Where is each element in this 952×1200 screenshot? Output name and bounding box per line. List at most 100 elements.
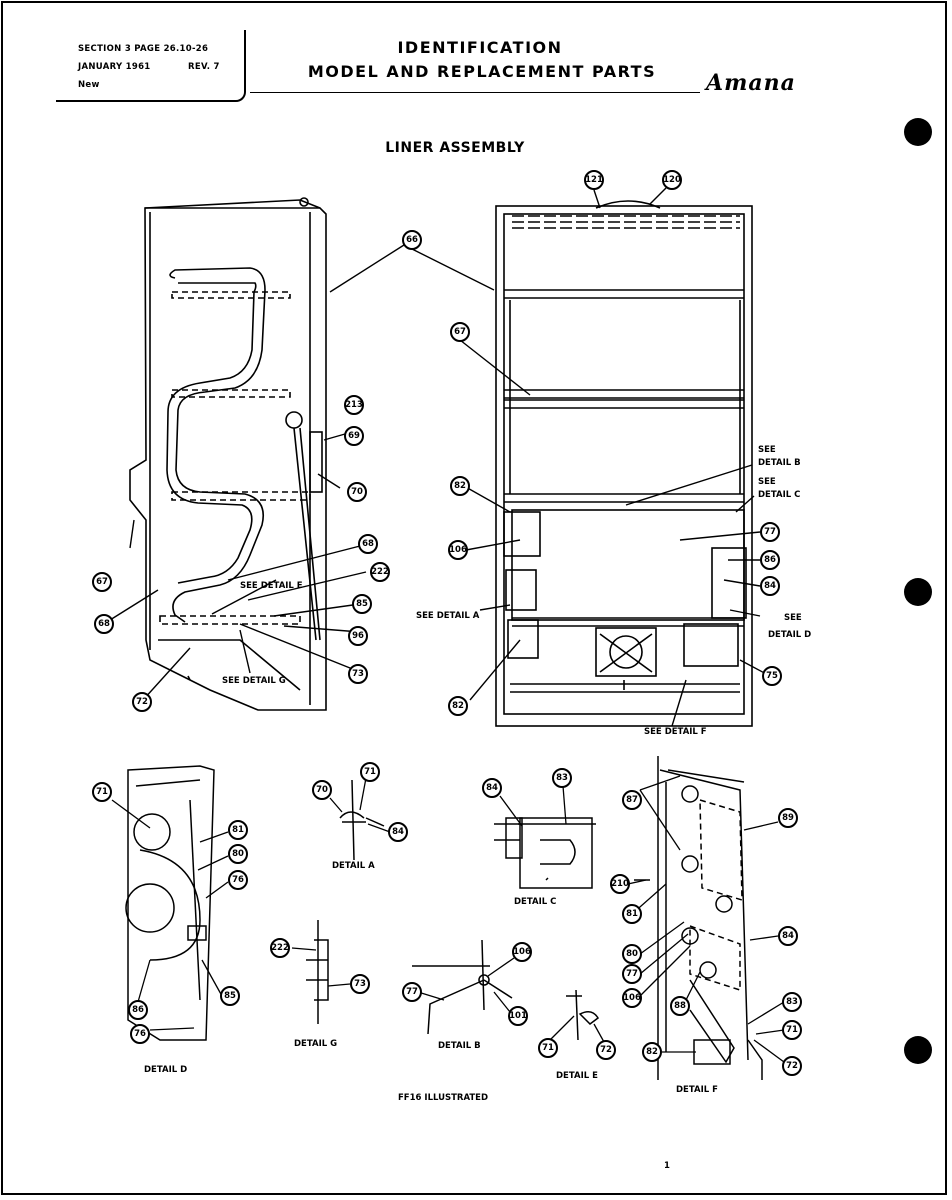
callout-89-f: 89	[782, 813, 794, 823]
callout-76-d2: 76	[134, 1029, 146, 1039]
callout-75: 75	[766, 671, 778, 681]
callout-71-a: 71	[364, 767, 376, 777]
callout-72-e: 72	[600, 1045, 612, 1055]
detail-g-drawing	[306, 920, 329, 1024]
revision: REV. 7	[188, 62, 220, 72]
caption-detail-e: DETAIL E	[556, 1071, 598, 1081]
binder-hole-bottom	[904, 1036, 932, 1064]
callout-73-g: 73	[354, 979, 366, 989]
section-line: SECTION 3 PAGE 26.10-26	[78, 44, 209, 54]
callout-70-a: 70	[316, 785, 328, 795]
detail-notes: SEE DETAIL B SEE DETAIL C SEE DETAIL A S…	[144, 445, 811, 1171]
callout-85: 85	[356, 599, 368, 609]
note-see-g: SEE DETAIL G	[222, 676, 286, 686]
binder-hole-top	[904, 118, 932, 146]
callout-121: 121	[585, 175, 603, 185]
callout-67: 67	[454, 327, 466, 337]
callout-120: 120	[663, 175, 681, 185]
brand-logo: Amana	[706, 70, 796, 96]
callout-86-d: 86	[132, 1005, 144, 1015]
callout-82-bottom: 82	[452, 701, 464, 711]
header-title-1: IDENTIFICATION	[397, 38, 563, 57]
new-tag: New	[78, 80, 100, 90]
leader-lines-detail-d	[111, 799, 229, 1031]
detail-f-drawing	[634, 756, 763, 1080]
callout-96: 96	[352, 631, 364, 641]
callout-213: 213	[345, 400, 363, 410]
callout-83-f: 83	[786, 997, 798, 1007]
callout-106-f: 106	[623, 993, 641, 1003]
callout-87-f: 87	[626, 795, 638, 805]
callout-68-left: 68	[98, 619, 110, 629]
note-see-b-1: SEE	[758, 445, 776, 455]
callout-72-f: 72	[786, 1061, 798, 1071]
caption-detail-a: DETAIL A	[332, 861, 375, 871]
section-info-box	[56, 30, 246, 102]
note-see-f: SEE DETAIL F	[644, 727, 707, 737]
callout-66: 66	[406, 235, 418, 245]
date-line: JANUARY 1961	[78, 62, 151, 72]
note-see-d-1: SEE	[784, 613, 802, 623]
caption-detail-d: DETAIL D	[144, 1065, 187, 1075]
note-see-b-2: DETAIL B	[758, 458, 801, 468]
callout-72-side: 72	[136, 697, 148, 707]
header-title-2: MODEL AND REPLACEMENT PARTS	[307, 62, 657, 81]
callout-101-b: 101	[509, 1011, 527, 1021]
leader-lines-main	[109, 187, 771, 727]
callout-80-f: 80	[626, 949, 638, 959]
detail-b-drawing	[412, 939, 513, 1035]
diagram-title: LINER ASSEMBLY	[385, 140, 525, 156]
callout-106: 106	[449, 545, 467, 555]
callout-222: 222	[371, 567, 389, 577]
callout-77-b: 77	[406, 987, 418, 997]
callout-70-side: 70	[351, 487, 363, 497]
callout-77: 77	[764, 527, 776, 537]
callout-210-f: 210	[611, 879, 629, 889]
page-mark: 1	[664, 1161, 670, 1171]
caption-detail-f: DETAIL F	[676, 1085, 718, 1095]
detail-d-drawing	[125, 765, 215, 1041]
callout-80-d: 80	[232, 849, 244, 859]
callout-86: 86	[764, 555, 776, 565]
note-see-a: SEE DETAIL A	[416, 611, 480, 621]
header-rule	[250, 92, 700, 93]
note-see-c-2: DETAIL C	[758, 490, 800, 500]
side-view-liner	[129, 197, 327, 711]
note-see-d-2: DETAIL D	[768, 630, 811, 640]
callout-69: 69	[348, 431, 360, 441]
callout-106-b: 106	[513, 947, 531, 957]
front-view-liner	[495, 200, 753, 727]
callout-71-f: 71	[786, 1025, 798, 1035]
binder-hole-middle	[904, 578, 932, 606]
callout-82-top: 82	[454, 481, 466, 491]
detail-c-drawing	[494, 817, 596, 889]
callout-83-c: 83	[556, 773, 568, 783]
callout-84-a: 84	[392, 827, 404, 837]
callout-84: 84	[764, 581, 776, 591]
caption-detail-b: DETAIL B	[438, 1041, 481, 1051]
callout-71-e: 71	[542, 1043, 554, 1053]
callout-71-d: 71	[96, 787, 108, 797]
callout-73-side: 73	[352, 669, 364, 679]
callout-67-side: 67	[96, 577, 108, 587]
callout-88-f: 88	[674, 1001, 686, 1011]
detail-a-drawing	[339, 779, 385, 861]
callout-numbers: 121 120 66 67 213 69 70 82 106 77 86 84 …	[96, 175, 798, 1071]
note-see-c-1: SEE	[758, 477, 776, 487]
callout-68-side: 68	[362, 539, 374, 549]
detail-e-drawing	[566, 989, 599, 1041]
callout-81-d: 81	[232, 825, 244, 835]
callout-84-c: 84	[486, 783, 498, 793]
callout-82-f: 82	[646, 1047, 658, 1057]
callout-81-f: 81	[626, 909, 638, 919]
callout-84-f: 84	[782, 931, 794, 941]
callout-85-d: 85	[224, 991, 236, 1001]
callout-76-d1: 76	[232, 875, 244, 885]
note-see-e: SEE DETAIL E	[240, 581, 303, 591]
footer-illustrated: FF16 ILLUSTRATED	[398, 1093, 488, 1103]
callout-222-g: 222	[271, 943, 289, 953]
caption-detail-g: DETAIL G	[294, 1039, 337, 1049]
callout-77-f: 77	[626, 969, 638, 979]
